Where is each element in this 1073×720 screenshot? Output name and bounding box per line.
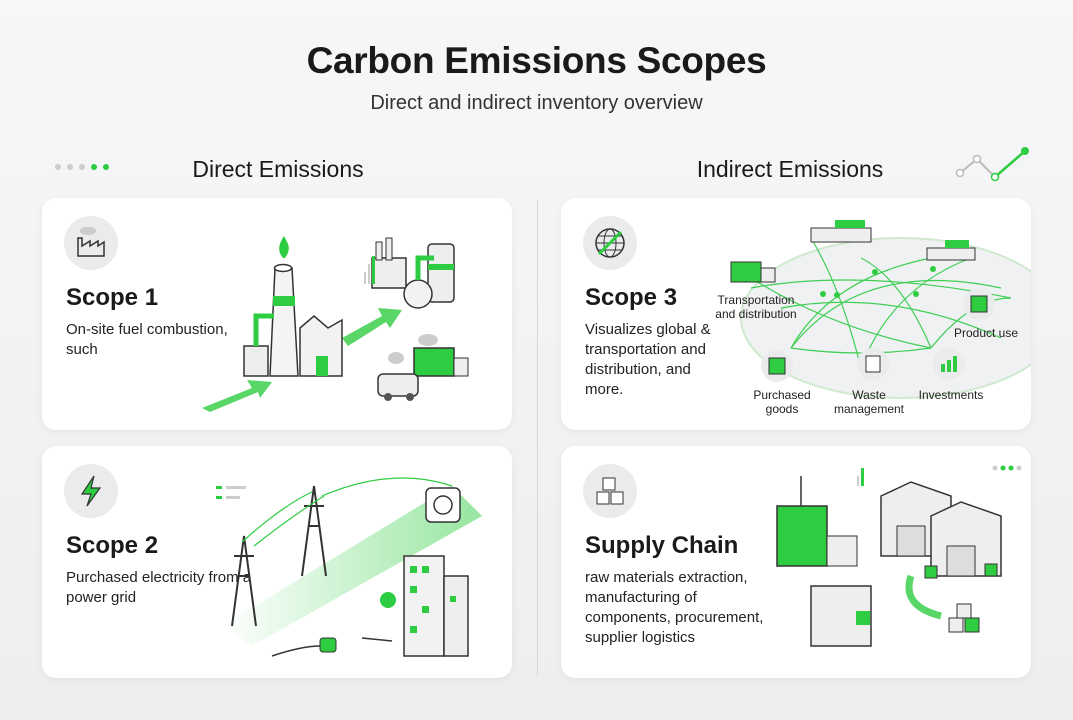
label-purchased-goods: Purchased goods	[753, 388, 811, 416]
dots-decoration-icon	[55, 164, 109, 170]
section-indirect-emissions: Indirect Emissions	[696, 156, 884, 182]
card-scope-3: Scope 3 Visualizes global & transportati…	[561, 198, 1031, 430]
card-description: On-site fuel combustion, such	[66, 321, 228, 358]
label-investments: Investments	[918, 388, 984, 402]
globe-icon	[583, 216, 637, 270]
card-scope-1: Scope 1 On-site fuel combustion, such	[42, 198, 512, 430]
card-title: Scope 3	[585, 284, 678, 311]
card-description: Visualizes global & transportation and d…	[585, 321, 711, 398]
power-grid-illustration	[216, 477, 482, 657]
label-transportation: Transportation and distribution	[715, 293, 797, 321]
industrial-combustion-illustration	[202, 236, 469, 412]
card-description: raw materials extraction, manufacturing …	[585, 569, 764, 646]
card-description: Purchased electricity from a power grid	[66, 569, 252, 606]
section-direct-emissions: Direct Emissions	[192, 156, 364, 182]
global-network-illustration	[730, 220, 1031, 399]
card-scope-2: Scope 2 Purchased electricity from a pow…	[42, 446, 512, 678]
card-title: Supply Chain	[585, 532, 739, 559]
trend-line-icon	[955, 147, 1029, 182]
boxes-icon	[583, 464, 637, 518]
label-product-use: Product use	[953, 326, 1019, 340]
page-subtitle: Direct and indirect inventory overview	[370, 92, 703, 114]
factory-icon	[64, 216, 118, 270]
card-supply-chain: Supply Chain raw materials extraction, m…	[561, 446, 1031, 678]
page-title: Carbon Emissions Scopes	[306, 40, 767, 81]
supply-chain-illustration	[776, 465, 1022, 647]
label-waste-management: Waste management	[833, 388, 905, 416]
card-title: Scope 1	[66, 284, 159, 311]
section-divider	[537, 200, 538, 676]
card-title: Scope 2	[66, 532, 159, 559]
lightning-icon	[64, 464, 118, 518]
